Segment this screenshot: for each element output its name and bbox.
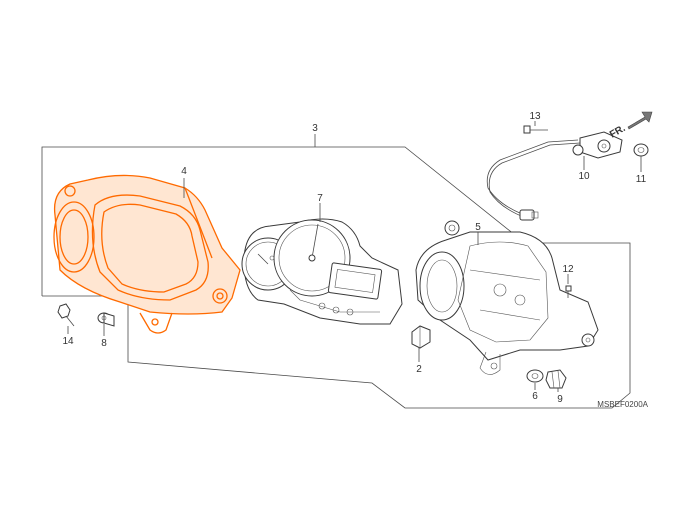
callout-4: 4 — [181, 166, 187, 177]
screw-12-part[interactable] — [565, 285, 572, 298]
callout-5: 5 — [475, 222, 481, 233]
washer-11-part[interactable] — [633, 143, 649, 157]
front-direction-arrow: FR. — [608, 111, 653, 141]
callout-6: 6 — [532, 391, 538, 402]
meter-case-part[interactable] — [53, 174, 241, 334]
grommet-part[interactable] — [411, 325, 431, 349]
callout-7: 7 — [317, 193, 323, 204]
meter-assembly-part[interactable] — [241, 218, 403, 325]
nut-6-part[interactable] — [526, 369, 544, 383]
callout-12: 12 — [562, 264, 574, 275]
drawing-code: MSBEF0200A — [597, 400, 648, 409]
front-arrow-label: FR. — [608, 123, 628, 141]
callout-10: 10 — [578, 171, 590, 182]
lower-case-part[interactable] — [415, 220, 599, 375]
callout-3: 3 — [312, 123, 318, 134]
sensor-cable-part[interactable] — [486, 131, 623, 221]
callout-9: 9 — [557, 394, 563, 405]
collar-8-part[interactable] — [97, 312, 115, 327]
callout-11: 11 — [636, 174, 647, 185]
bolt-14-part[interactable] — [57, 303, 75, 327]
bushing-9-part[interactable] — [545, 369, 567, 389]
assembly-bracket-line — [41, 146, 631, 409]
bolt-13-part[interactable] — [523, 125, 548, 134]
callout-13: 13 — [529, 111, 541, 122]
callout-2: 2 — [416, 364, 422, 375]
callout-14: 14 — [62, 336, 74, 347]
callout-8: 8 — [101, 338, 107, 349]
